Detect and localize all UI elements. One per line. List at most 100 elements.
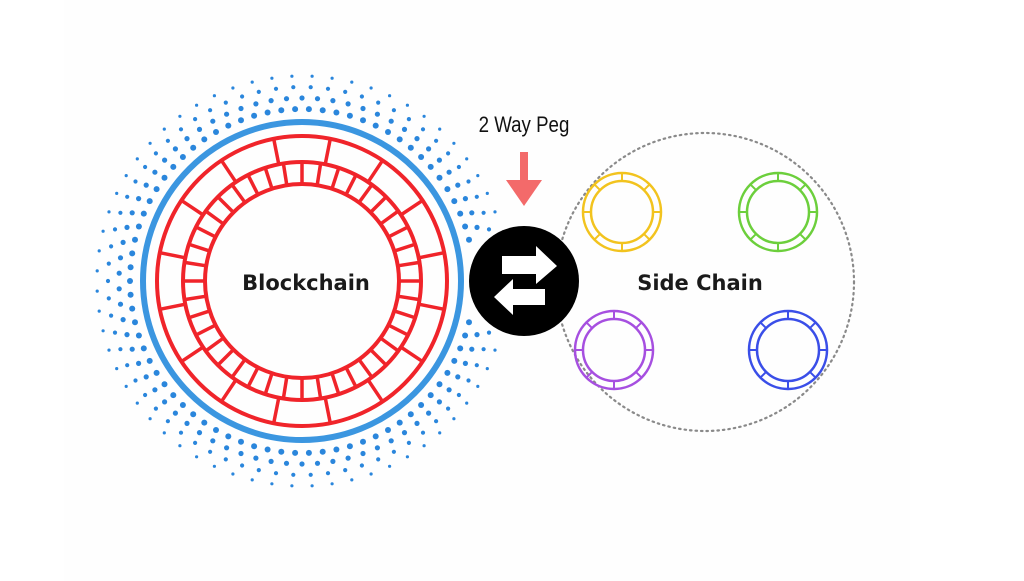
halo-dot xyxy=(107,210,111,214)
halo-dot xyxy=(360,438,366,445)
halo-dot xyxy=(427,163,434,170)
blockchain-outer-ring xyxy=(140,119,464,443)
block-divider xyxy=(393,309,416,320)
halo-dot xyxy=(476,384,480,388)
block-divider xyxy=(188,242,211,253)
halo-dot xyxy=(224,445,230,451)
halo-dot xyxy=(124,224,130,230)
halo-dot xyxy=(418,402,425,408)
halo-dot xyxy=(462,223,469,230)
halo-dot xyxy=(444,369,451,376)
halo-dot xyxy=(268,458,274,464)
halo-dot xyxy=(136,360,142,366)
halo-dot xyxy=(434,419,439,424)
block-divider xyxy=(315,376,323,399)
halo-dot xyxy=(129,346,135,352)
side-chain-label: Side Chain xyxy=(637,271,763,295)
halo-dot xyxy=(350,478,354,482)
halo-dot xyxy=(444,186,451,193)
halo-dot xyxy=(319,107,326,114)
halo-dot xyxy=(376,100,381,105)
halo-dot xyxy=(330,76,334,80)
halo-dot xyxy=(146,198,153,205)
halo-dot xyxy=(240,94,245,99)
halo-dot xyxy=(299,95,305,101)
halo-dot xyxy=(388,118,394,124)
halo-dot xyxy=(422,114,426,118)
halo-dot xyxy=(95,269,99,273)
halo-dot xyxy=(414,420,420,426)
halo-dot xyxy=(350,80,354,84)
halo-dot xyxy=(278,107,285,114)
halo-dot xyxy=(283,460,290,466)
halo-dot xyxy=(124,332,130,338)
halo-dot xyxy=(493,210,497,214)
halo-dot xyxy=(115,191,119,195)
halo-dot xyxy=(116,270,122,276)
halo-dot xyxy=(465,401,469,405)
halo-dot xyxy=(153,369,160,376)
halo-dot xyxy=(401,126,408,132)
block-divider xyxy=(204,336,225,353)
halo-dot xyxy=(97,249,101,253)
halo-dot xyxy=(264,446,271,453)
halo-dot xyxy=(143,182,149,188)
halo-dot xyxy=(106,296,111,301)
purple-chain-ring xyxy=(573,309,655,391)
halo-dot xyxy=(406,117,411,122)
halo-dot xyxy=(135,223,142,230)
halo-dot xyxy=(290,484,294,488)
halo-dot xyxy=(292,106,299,113)
halo-dot xyxy=(212,94,216,98)
exchange-arrows-icon[interactable] xyxy=(469,226,579,336)
halo-dot xyxy=(346,112,353,119)
halo-dot xyxy=(112,227,118,232)
block-divider xyxy=(344,366,358,388)
halo-dot xyxy=(388,438,394,444)
halo-dot xyxy=(213,427,219,433)
halo-dot xyxy=(178,444,182,448)
halo-dot xyxy=(374,111,380,117)
block-divider xyxy=(246,366,260,388)
halo-dot xyxy=(201,136,208,143)
halo-dot xyxy=(360,450,366,457)
halo-dot xyxy=(148,417,152,421)
halo-dot xyxy=(125,194,130,199)
halo-dot xyxy=(162,431,166,435)
halo-dot xyxy=(223,457,228,462)
halo-dot xyxy=(420,430,426,435)
block-divider xyxy=(271,138,281,165)
halo-dot xyxy=(256,468,261,473)
halo-dot xyxy=(346,443,353,450)
halo-dot xyxy=(129,250,136,257)
halo-dot xyxy=(481,210,486,215)
halo-dot xyxy=(238,105,244,112)
halo-dot xyxy=(133,179,138,184)
blockchain-label: Blockchain xyxy=(242,271,370,295)
halo-dot xyxy=(161,174,168,181)
halo-dot xyxy=(201,419,208,426)
blockchain-ring-band xyxy=(155,134,449,428)
halo-dot xyxy=(396,419,403,426)
halo-dot xyxy=(372,122,379,129)
halo-dot xyxy=(420,127,426,132)
halo-dot xyxy=(359,94,364,99)
peg-label: 2 Way Peg xyxy=(479,114,570,138)
halo-dot xyxy=(172,410,178,416)
halo-dot xyxy=(474,194,479,199)
halo-dot xyxy=(148,141,152,145)
yellow-chain-ring xyxy=(581,171,663,253)
halo-dot xyxy=(208,108,213,113)
halo-dot xyxy=(474,332,480,338)
halo-dot xyxy=(112,330,118,335)
halo-dot xyxy=(193,440,198,445)
halo-dot xyxy=(466,236,472,243)
halo-dot xyxy=(396,136,403,143)
halo-dot xyxy=(314,96,321,102)
halo-dot xyxy=(195,455,199,459)
halo-dot xyxy=(135,401,139,405)
halo-dot xyxy=(493,348,497,352)
side-chain-rings xyxy=(573,171,829,391)
halo-dots xyxy=(95,74,497,488)
block-divider xyxy=(315,163,323,186)
